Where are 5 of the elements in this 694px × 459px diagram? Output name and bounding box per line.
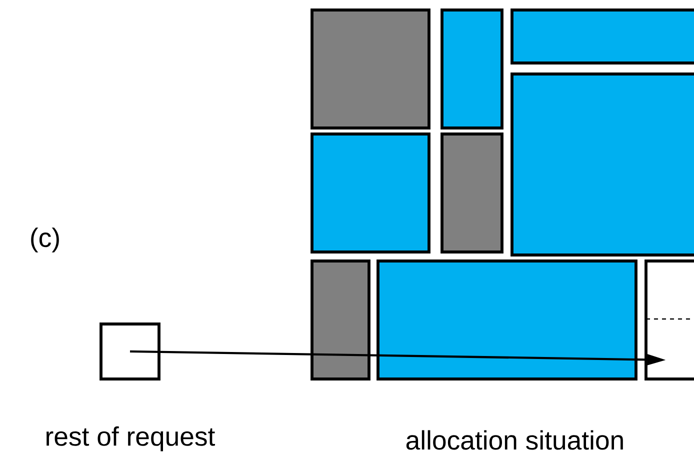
memory-box — [644, 260, 694, 380]
panel-label: (c) — [31, 228, 59, 252]
memory-box — [100, 322, 160, 380]
box-label: rest of request — [46, 426, 215, 452]
caption: allocation situation — [406, 430, 623, 450]
